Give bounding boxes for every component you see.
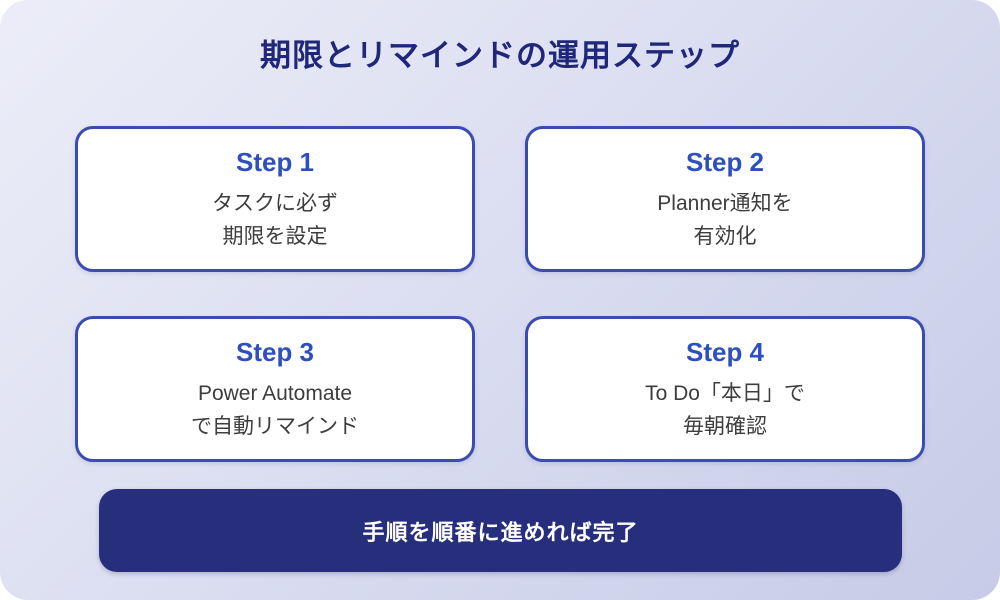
step-card-2: Step 2 Planner通知を 有効化 (525, 126, 925, 272)
step-card-4: Step 4 To Do「本日」で 毎朝確認 (525, 316, 925, 462)
step-4-text-line-2: 毎朝確認 (683, 415, 767, 438)
step-2-text-line-2: 有効化 (693, 225, 757, 248)
step-3-text-line-1: Power Automate (197, 382, 353, 405)
step-2-text-line-1: Planner通知を (657, 192, 793, 215)
step-3-text-line-2: で自動リマインド (191, 415, 359, 438)
step-4-label: Step 4 (685, 337, 765, 367)
page-title: 期限とリマインドの運用ステップ (260, 38, 740, 73)
step-card-1: Step 1 タスクに必ず 期限を設定 (75, 126, 475, 272)
step-1-text-line-1: タスクに必ず (212, 192, 338, 215)
completion-banner: 手順を順番に進めれば完了 (99, 489, 902, 572)
step-1-label: Step 1 (235, 147, 315, 177)
step-2-label: Step 2 (685, 147, 765, 177)
step-card-3: Step 3 Power Automate で自動リマインド (75, 316, 475, 462)
step-1-text-line-2: 期限を設定 (222, 225, 328, 248)
step-3-label: Step 3 (235, 337, 315, 367)
completion-banner-label: 手順を順番に進めれば完了 (362, 519, 639, 545)
step-4-text-line-1: To Do「本日」で (645, 382, 805, 405)
